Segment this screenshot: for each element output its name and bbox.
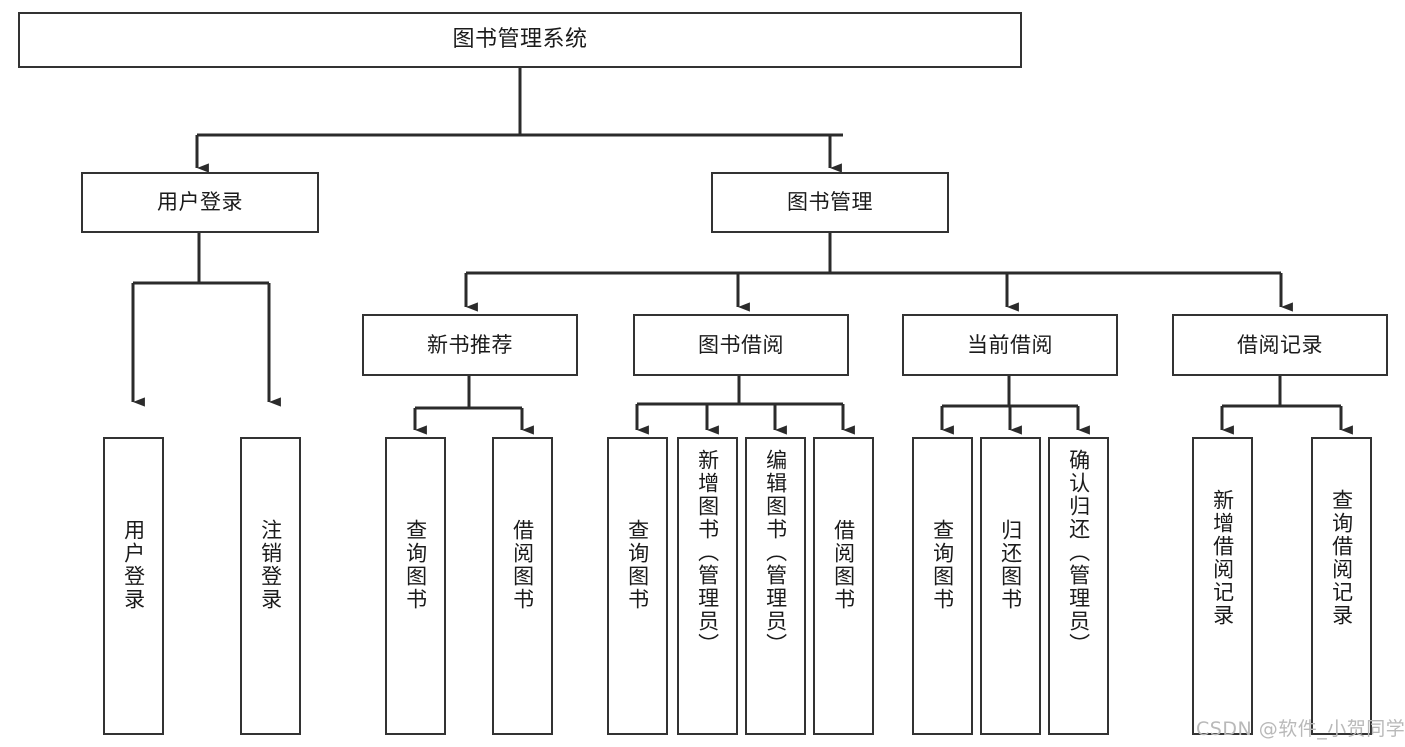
node-user-login-label: 用户登录: [157, 190, 243, 215]
leaf-record-query[interactable]: 查询借阅记录: [1311, 437, 1372, 735]
leaf-new-book-query-label: 查询图书: [403, 519, 428, 611]
leaf-user-login-signout-label: 注销登录: [258, 519, 283, 611]
leaf-borrow-add-book[interactable]: 新增图书（管理员）: [677, 437, 738, 735]
leaf-new-book-borrow-label: 借阅图书: [510, 519, 535, 611]
node-book-manage[interactable]: 图书管理: [711, 172, 949, 233]
leaf-current-confirm-return-label: 确认归还（管理员）: [1066, 449, 1091, 656]
node-root-system[interactable]: 图书管理系统: [18, 12, 1022, 68]
node-new-book-recommend-label: 新书推荐: [427, 332, 513, 357]
leaf-user-login-signin[interactable]: 用户登录: [103, 437, 164, 735]
node-borrow-record-label: 借阅记录: [1237, 332, 1323, 357]
leaf-new-book-query[interactable]: 查询图书: [385, 437, 446, 735]
leaf-borrow-query-book-label: 查询图书: [625, 519, 650, 611]
leaf-user-login-signout[interactable]: 注销登录: [240, 437, 301, 735]
leaf-borrow-borrow-book[interactable]: 借阅图书: [813, 437, 874, 735]
node-book-borrow-label: 图书借阅: [698, 332, 784, 357]
node-book-borrow[interactable]: 图书借阅: [633, 314, 849, 376]
node-book-manage-label: 图书管理: [787, 190, 873, 215]
node-borrow-record[interactable]: 借阅记录: [1172, 314, 1388, 376]
leaf-borrow-edit-book[interactable]: 编辑图书（管理员）: [745, 437, 806, 735]
node-new-book-recommend[interactable]: 新书推荐: [362, 314, 578, 376]
node-root-system-label: 图书管理系统: [452, 27, 588, 53]
watermark-text: CSDN @软件_小贺同学: [1196, 718, 1405, 740]
leaf-user-login-signin-label: 用户登录: [121, 519, 146, 611]
leaf-record-add[interactable]: 新增借阅记录: [1192, 437, 1253, 735]
node-user-login[interactable]: 用户登录: [81, 172, 319, 233]
leaf-current-confirm-return[interactable]: 确认归还（管理员）: [1048, 437, 1109, 735]
leaf-new-book-borrow[interactable]: 借阅图书: [492, 437, 553, 735]
leaf-current-query-book[interactable]: 查询图书: [912, 437, 973, 735]
leaf-current-query-book-label: 查询图书: [930, 519, 955, 611]
leaf-current-return-book-label: 归还图书: [998, 519, 1023, 611]
leaf-borrow-add-book-label: 新增图书（管理员）: [695, 449, 720, 656]
leaf-current-return-book[interactable]: 归还图书: [980, 437, 1041, 735]
leaf-borrow-borrow-book-label: 借阅图书: [831, 519, 856, 611]
node-current-borrow[interactable]: 当前借阅: [902, 314, 1118, 376]
leaf-record-add-label: 新增借阅记录: [1210, 489, 1235, 627]
leaf-record-query-label: 查询借阅记录: [1329, 489, 1354, 627]
leaf-borrow-edit-book-label: 编辑图书（管理员）: [763, 449, 788, 656]
leaf-borrow-query-book[interactable]: 查询图书: [607, 437, 668, 735]
node-current-borrow-label: 当前借阅: [967, 332, 1053, 357]
